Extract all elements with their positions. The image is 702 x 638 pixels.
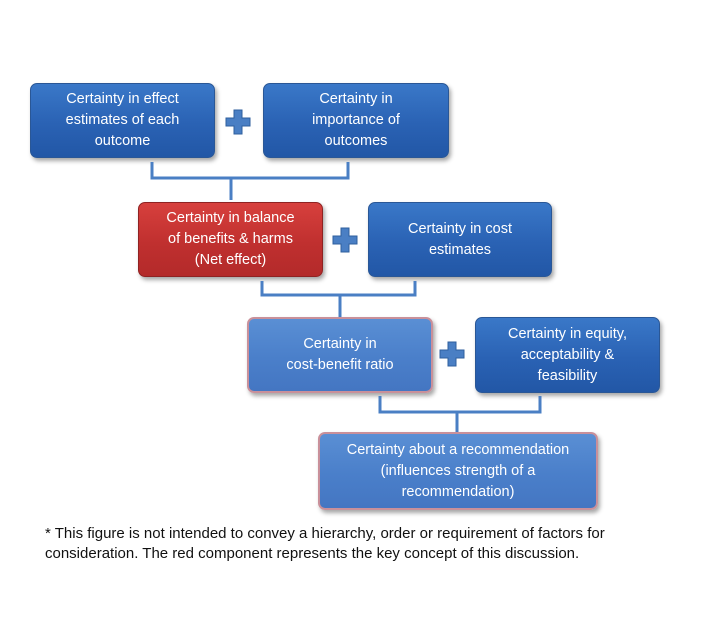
plus-icon bbox=[439, 341, 465, 367]
box-cost-estimates-label: Certainty in cost estimates bbox=[408, 220, 512, 258]
box-cost-estimates: Certainty in cost estimates bbox=[368, 202, 552, 277]
plus-icon bbox=[225, 109, 251, 135]
bracket-connector bbox=[260, 281, 417, 317]
box-cost-benefit-ratio: Certainty in cost-benefit ratio bbox=[247, 317, 433, 393]
box-recommendation-label: Certainty about a recommendation (influe… bbox=[346, 441, 570, 500]
box-importance-outcomes-label: Certainty in importance of outcomes bbox=[312, 91, 400, 149]
box-effect-estimates-label: Certainty in effect estimates of each ou… bbox=[65, 91, 180, 149]
plus-icon bbox=[332, 227, 358, 253]
box-equity-label: Certainty in equity, acceptability & fea… bbox=[507, 325, 627, 384]
box-importance-outcomes: Certainty in importance of outcomes bbox=[263, 83, 449, 158]
box-balance-benefits-harms: Certainty in balance of benefits & harms… bbox=[138, 202, 323, 277]
bracket-connector bbox=[378, 396, 542, 434]
box-effect-estimates: Certainty in effect estimates of each ou… bbox=[30, 83, 215, 158]
bracket-connector bbox=[150, 162, 350, 200]
box-balance-label: Certainty in balance of benefits & harms… bbox=[166, 210, 295, 268]
box-equity-acceptability: Certainty in equity, acceptability & fea… bbox=[475, 317, 660, 393]
footnote: * This figure is not intended to convey … bbox=[45, 525, 605, 562]
box-cost-benefit-label: Certainty in cost-benefit ratio bbox=[286, 336, 394, 373]
box-recommendation: Certainty about a recommendation (influe… bbox=[318, 432, 598, 510]
